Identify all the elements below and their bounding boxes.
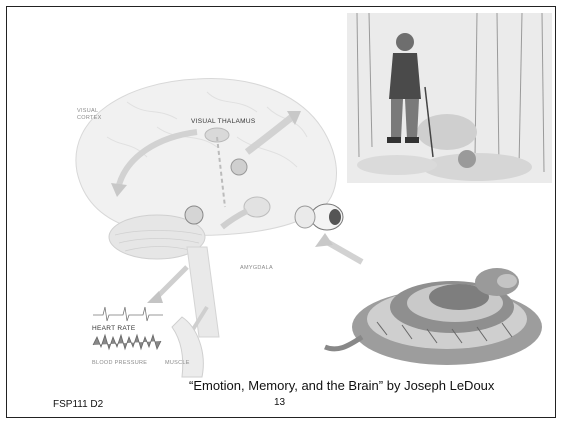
visual-cortex-label-line2: CORTEX (77, 115, 102, 122)
visual-cortex-label-line1: VISUAL (77, 108, 98, 115)
footer-course-code: FSP111 D2 (53, 399, 103, 410)
amygdala-label: AMYGDALA (240, 265, 273, 272)
blood-pressure-label: BLOOD PRESSURE (92, 360, 147, 367)
slide-caption: “Emotion, Memory, and the Brain” by Jose… (189, 378, 494, 393)
slide: VISUAL CORTEX VISUAL THALAMUS AMYGDALA H… (6, 6, 556, 418)
hiker-scene-image (347, 13, 552, 183)
heart-rate-label: HEART RATE (92, 325, 135, 332)
visual-thalamus-label: VISUAL THALAMUS (191, 118, 255, 125)
slide-number: 13 (274, 397, 285, 408)
muscle-label: MUSCLE (165, 360, 190, 367)
rattlesnake-image (325, 268, 542, 365)
brain-fear-pathway-illustration (7, 7, 556, 418)
